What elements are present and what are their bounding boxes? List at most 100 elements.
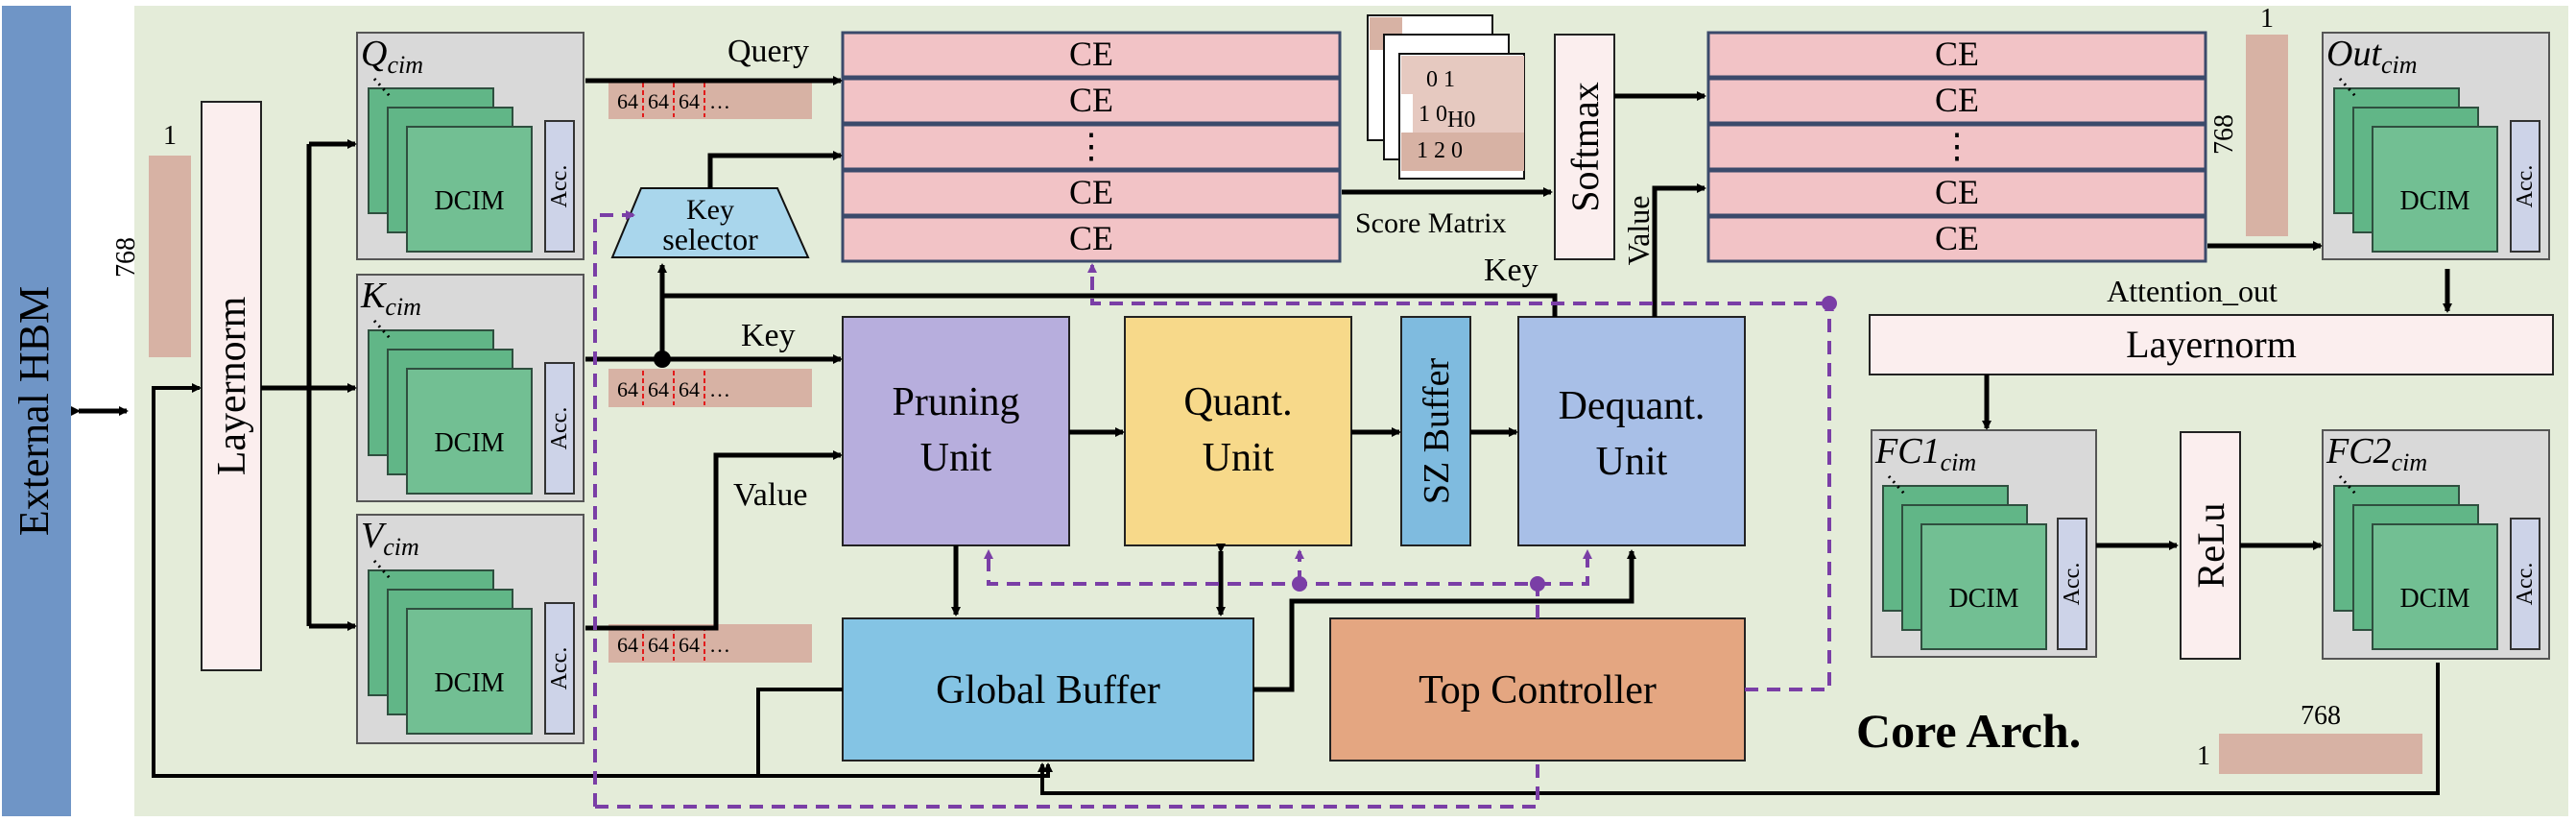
- attention-out-label: Attention_out: [2107, 274, 2278, 308]
- score-head-label: H0: [1447, 108, 1475, 133]
- vector-chunk-row: 64 64 64 …: [608, 624, 812, 663]
- output-tensor-cols: 768: [2209, 114, 2239, 155]
- control-dot: [1530, 576, 1545, 592]
- input-tensor-cols: 768: [111, 237, 141, 278]
- ce-cell: CE: [1935, 81, 1979, 119]
- pruning-unit-line1: Pruning: [892, 380, 1019, 424]
- vector-chunk: …: [709, 633, 730, 657]
- cim-title-fc2: FC2cim: [2326, 431, 2427, 476]
- key-selector-line1: Key: [686, 194, 734, 226]
- acc-label-out: Acc.: [2513, 165, 2538, 208]
- acc-label-v: Acc.: [547, 647, 572, 690]
- vector-chunk: …: [709, 377, 730, 401]
- quant-unit-line1: Quant.: [1183, 380, 1292, 424]
- control-dot: [1292, 576, 1307, 592]
- global-buffer-label: Global Buffer: [936, 668, 1160, 713]
- softmax-label: Softmax: [1563, 82, 1607, 212]
- score-matrix-label: Score Matrix: [1355, 207, 1506, 239]
- score-row-1: 0 1: [1426, 67, 1455, 92]
- cim-title-v: Vcim: [361, 516, 419, 561]
- global-buffer: Global Buffer: [842, 617, 1254, 762]
- ffn-tensor-cols: 768: [2301, 701, 2341, 731]
- vector-chunk: 64: [679, 633, 700, 657]
- key-selector: Key selector: [610, 187, 810, 258]
- external-hbm-label: External HBM: [11, 286, 58, 536]
- input-tensor-rows: 1: [163, 121, 177, 151]
- acc-label-fc2: Acc.: [2513, 563, 2538, 606]
- vector-chunk: 64: [679, 89, 700, 113]
- dcim-label-fc2: DCIM: [2399, 584, 2469, 614]
- key-label-1: Key: [741, 318, 796, 353]
- quant-unit: Quant. Unit: [1124, 316, 1352, 546]
- vector-chunk: 64: [679, 377, 700, 401]
- external-hbm: External HBM: [2, 6, 71, 816]
- cim-block-out: DCIM Acc. Outcim: [2322, 32, 2550, 260]
- top-controller-label: Top Controller: [1419, 668, 1657, 713]
- dequant-unit: Dequant. Unit: [1517, 316, 1746, 546]
- relu-label: ReLu: [2189, 503, 2232, 589]
- ce-cell: CE: [1935, 173, 1979, 211]
- cim-block-v: DCIM Acc. Vcim: [356, 514, 584, 744]
- ce-cell: CE: [1935, 219, 1979, 257]
- output-tensor: 1 768: [2209, 4, 2288, 236]
- control-dot: [1822, 296, 1837, 311]
- cim-title-out: Outcim: [2326, 34, 2418, 79]
- dcim-label-q: DCIM: [434, 186, 504, 216]
- ce-cell: CE: [1935, 35, 1979, 73]
- cim-title-fc1: FC1cim: [1874, 431, 1976, 476]
- ce-cell: CE: [1069, 173, 1113, 211]
- cim-block-q: DCIM Acc. Qcim: [356, 32, 584, 260]
- vector-chunk: 64: [617, 377, 638, 401]
- control-paths: [593, 210, 1834, 809]
- layernorm-2-label: Layernorm: [2126, 323, 2297, 366]
- vector-chunk: 64: [617, 89, 638, 113]
- cim-title-k: Kcim: [360, 276, 421, 321]
- layernorm-1-label: Layernorm: [210, 296, 254, 475]
- ce-cell: CE: [1069, 219, 1113, 257]
- ffn-tensor-rows: 1: [2197, 741, 2210, 771]
- dcim-label-k: DCIM: [434, 428, 504, 458]
- acc-label-fc1: Acc.: [2060, 563, 2085, 606]
- score-row-3: 1 2 0: [1417, 138, 1463, 163]
- cim-block-fc2: DCIM Acc. FC2cim: [2322, 429, 2550, 660]
- key-label-2: Key: [1484, 253, 1538, 288]
- dequant-unit-line2: Unit: [1596, 440, 1668, 484]
- layernorm-2: Layernorm: [1869, 314, 2554, 375]
- ce-cell: ⋮: [1940, 127, 1974, 165]
- core-arch-label: Core Arch.: [1856, 704, 2081, 758]
- pruning-unit: Pruning Unit: [842, 316, 1070, 546]
- vector-chunk: 64: [648, 633, 669, 657]
- cim-title-q: Qcim: [361, 34, 423, 79]
- sz-buffer: SZ Buffer: [1400, 316, 1471, 546]
- vector-chunk: 64: [648, 89, 669, 113]
- acc-label-q: Acc.: [547, 165, 572, 208]
- junction-dot: [654, 351, 671, 368]
- ce-cell: CE: [1069, 35, 1113, 73]
- sz-buffer-label: SZ Buffer: [1417, 357, 1457, 504]
- key-selector-line2: selector: [662, 222, 758, 256]
- output-tensor-rows: 1: [2260, 4, 2274, 34]
- relu: ReLu: [2180, 431, 2241, 660]
- softmax: Softmax: [1554, 34, 1615, 260]
- layernorm-1: Layernorm: [201, 101, 262, 671]
- value-label-2: Value: [1621, 196, 1656, 266]
- value-label-1: Value: [733, 477, 807, 513]
- dcim-label-v: DCIM: [434, 668, 504, 698]
- dcim-label-out: DCIM: [2399, 186, 2469, 216]
- top-controller: Top Controller: [1329, 617, 1746, 762]
- quant-unit-line2: Unit: [1203, 436, 1275, 480]
- vector-chunk: 64: [617, 633, 638, 657]
- ffn-tensor: 768 1: [2197, 701, 2422, 774]
- data-paths: [152, 76, 2452, 795]
- dequant-unit-line1: Dequant.: [1559, 384, 1705, 428]
- ce-cell: ⋮: [1074, 127, 1109, 165]
- score-matrix-stack: 0 1 1 0 1 2 0 H0: [1367, 14, 1525, 180]
- ce-array-2: CE CE ⋮ CE CE: [1706, 31, 2207, 263]
